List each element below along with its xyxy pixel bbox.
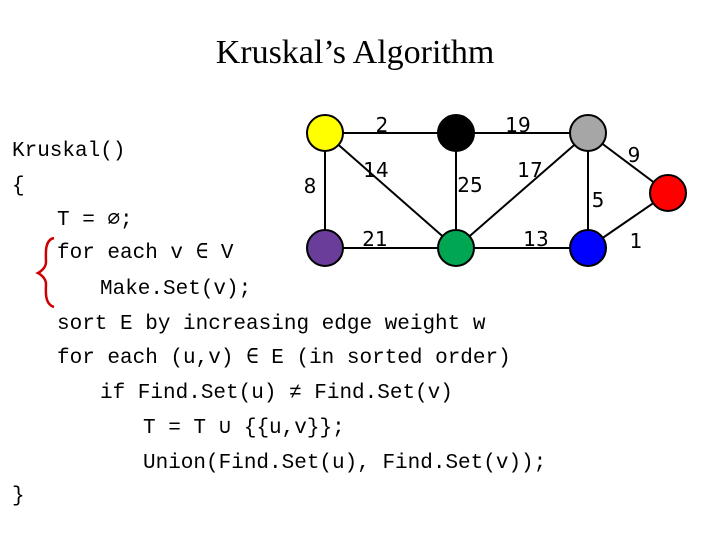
- code-line-make-set: Make.Set(v);: [100, 278, 252, 301]
- code-line-init-tree: T = ∅;: [57, 209, 133, 232]
- edge-weight-black-gray: 19: [505, 113, 530, 137]
- code-line-for-each-edge: for each (u,v) ∈ E (in sorted order): [57, 347, 511, 370]
- code-line-close-brace: }: [12, 485, 25, 508]
- edge-weight-gray-red: 9: [628, 143, 641, 167]
- code-line-sort-edges: sort E by increasing edge weight w: [57, 313, 486, 336]
- edge-yellow-green: [324, 132, 457, 249]
- vertex-purple: [306, 229, 344, 267]
- slide-title: Kruskal’s Algorithm: [215, 34, 495, 71]
- code-line-kruskal: Kruskal(): [12, 140, 126, 163]
- edge-weight-purple-green: 21: [362, 227, 387, 251]
- code-line-open-brace: {: [12, 175, 25, 198]
- edge-weight-red-blue: 1: [630, 229, 643, 253]
- vertex-yellow: [306, 114, 344, 152]
- vertex-red: [649, 174, 687, 212]
- vertex-black: [437, 114, 475, 152]
- code-line-union: Union(Find.Set(u), Find.Set(v));: [143, 452, 547, 475]
- edge-weight-black-green: 25: [457, 173, 482, 197]
- code-line-for-each-vertex: for each v ∈ V: [57, 242, 234, 265]
- edge-weight-gray-blue: 5: [592, 188, 605, 212]
- code-line-if-find-set: if Find.Set(u) ≠ Find.Set(v): [100, 382, 453, 405]
- edge-weight-yellow-purple: 8: [304, 174, 317, 198]
- edge-weight-gray-green: 17: [517, 158, 542, 182]
- loop-brace: [35, 236, 55, 309]
- vertex-gray: [569, 114, 607, 152]
- vertex-blue: [569, 229, 607, 267]
- vertex-green: [437, 229, 475, 267]
- edge-weight-yellow-black: 2: [376, 113, 389, 137]
- edge-weight-yellow-green: 14: [363, 158, 388, 182]
- code-line-add-edge: T = T ∪ {{u,v}};: [143, 417, 345, 440]
- edge-weight-green-blue: 13: [523, 227, 548, 251]
- edge-gray-green: [455, 132, 589, 249]
